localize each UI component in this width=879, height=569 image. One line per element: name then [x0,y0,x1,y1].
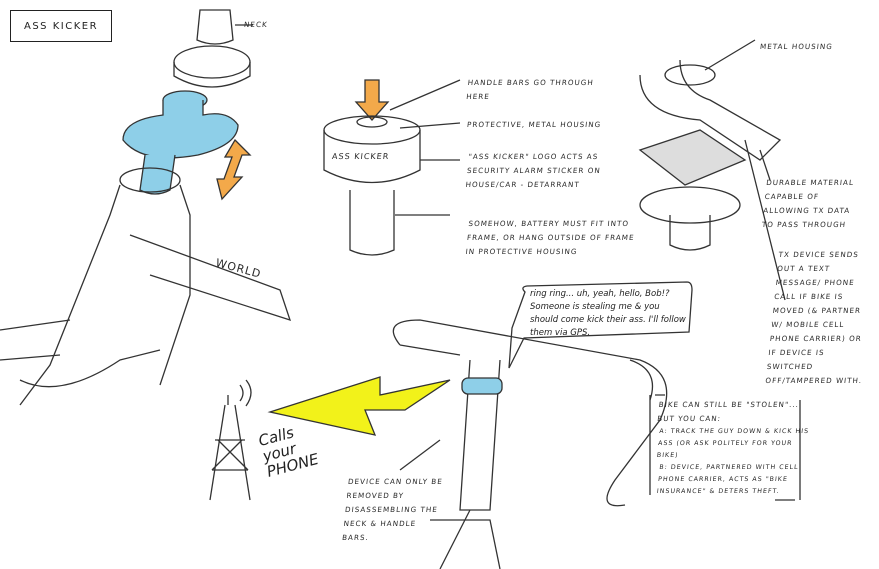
stolen-box: Bike can still be "stolen"... but you ca… [656,398,810,498]
label-logo: "Ass Kicker" logo acts as security alarm… [465,152,602,189]
label-handlebars: Handle bars go through here [465,78,595,101]
stolen-box-heading: Bike can still be "stolen"... but you ca… [656,400,800,423]
top-nut [173,45,251,79]
bike-frame-left [0,184,292,406]
label-battery: Somehow, battery must fit into frame, or… [465,219,636,256]
sketch-title: Ass Kicker [10,10,112,42]
stem [430,359,501,569]
speech-bubble-text: ring ring... uh, yeah, hello, Bob!? Some… [530,289,686,338]
label-tx-device: TX device sends out a text message/ phon… [764,250,863,385]
device-on-bar [461,377,503,395]
neck-cap [196,9,234,45]
bubble-outline [508,281,693,369]
cell-tower [209,379,252,501]
device-logo-text: Ass Kicker [331,152,390,161]
blue-housing [122,100,239,159]
label-neck: Neck [243,20,269,29]
orange-down-arrow [354,79,390,121]
circuit-board [638,129,747,186]
stolen-box-item: B: Device, partnered with cell phone car… [656,464,799,495]
blue-tube [139,154,176,195]
label-removal: Device can only be removed by disassembl… [341,477,444,542]
yellow-signal-bolt [267,376,451,436]
stolen-box-item: A: Track the guy down & kick his ass (or… [656,428,810,459]
label-metal-housing: Metal Housing [759,42,834,51]
handlebar [392,319,668,507]
label-protective: Protective, metal housing [466,120,602,129]
orange-updown-arrow [216,138,252,201]
label-durable: Durable material capable of allowing TX … [761,178,855,229]
battery-unit [349,190,395,256]
